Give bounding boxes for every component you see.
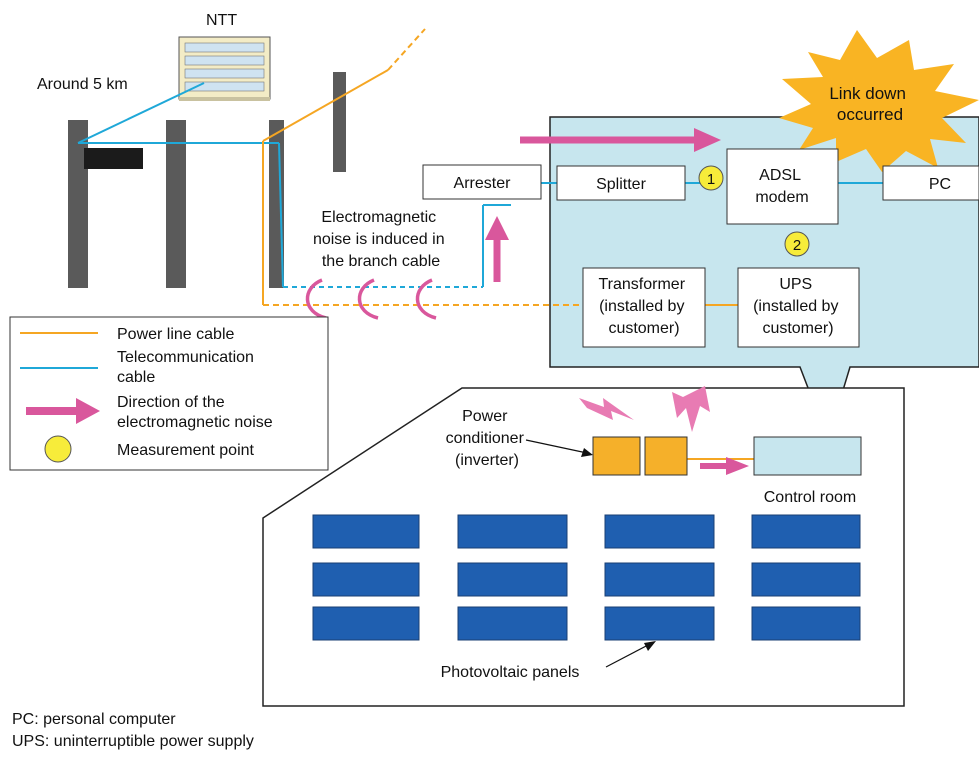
noise-bolt-right [672, 386, 710, 432]
photovoltaic-pointer-head [644, 641, 656, 651]
power-conditioner-pointer-head [581, 448, 593, 457]
pv-panel [312, 562, 420, 597]
pv-panel [751, 514, 861, 549]
inverter-unit-2 [644, 436, 688, 476]
measurement-point-1-label: 1 [707, 171, 715, 188]
noise-induced-note: Electromagnetic noise is induced in the … [313, 209, 449, 270]
legend: Power line cable Telecommunication cable… [9, 316, 329, 471]
legend-noise-label: Direction of the electromagnetic noise [117, 394, 273, 431]
pc-box [882, 165, 979, 201]
photovoltaic-panels-label: Photovoltaic panels [441, 664, 580, 681]
legend-measurement-swatch [44, 435, 72, 463]
inverter-unit-1 [592, 436, 641, 476]
link-down-label: Link down occurred [829, 84, 910, 124]
control-room-label: Control room [764, 489, 856, 506]
legend-measurement-label: Measurement point [117, 442, 255, 459]
distance-label: Around 5 km [37, 76, 128, 93]
telecom-cables [77, 82, 883, 288]
noise-arrows [485, 128, 749, 475]
legend-power-line-label: Power line cable [117, 326, 235, 343]
pv-panel [457, 562, 568, 597]
measurement-point-2 [784, 231, 810, 257]
ntt-label: NTT [206, 12, 237, 29]
adsl-modem-box [726, 148, 839, 225]
control-room-box [753, 436, 862, 476]
power-conditioner-pointer [525, 439, 588, 454]
measurement-point-1 [698, 165, 724, 191]
legend-noise-arrow-head [76, 398, 100, 424]
pv-panel [604, 514, 715, 549]
pole-4 [333, 72, 346, 172]
pv-panel [751, 562, 861, 597]
power-line-cables [262, 28, 754, 460]
photovoltaic-pointer [605, 643, 651, 668]
pv-panel [457, 606, 568, 641]
ntt-building [178, 36, 271, 101]
pc-label: PC [929, 176, 951, 193]
splitter-box [556, 165, 686, 201]
pv-panel [751, 606, 861, 641]
arrester-label: Arrester [454, 175, 512, 192]
noise-bolt-left [579, 398, 634, 420]
pole-1 [68, 120, 88, 288]
ups-box [737, 267, 860, 348]
pv-panel [312, 606, 420, 641]
adsl-modem-label: ADSL modem [755, 167, 808, 206]
footnote-pc: PC: personal computer [12, 711, 176, 728]
pv-panel [604, 562, 715, 597]
arrester-box [422, 164, 542, 200]
induction-arcs [305, 278, 437, 320]
transformer-label: Transformer (installed by customer) [599, 276, 690, 337]
power-conditioner-label: Power conditioner (inverter) [446, 408, 529, 469]
splitter-label: Splitter [596, 176, 646, 193]
photovoltaic-panel-array [312, 514, 861, 641]
measurement-point-2-label: 2 [793, 237, 801, 254]
transformer-box [582, 267, 706, 348]
ups-label: UPS (installed by customer) [753, 276, 843, 337]
link-down-starburst [779, 30, 979, 172]
pole-crossarm [84, 148, 143, 169]
pv-panel [604, 606, 715, 641]
legend-telecom-label: Telecommunication cable [117, 349, 258, 386]
footnote-ups: UPS: uninterruptible power supply [12, 733, 254, 750]
pole-2 [166, 120, 186, 288]
utility-poles [68, 72, 346, 288]
pv-panel [457, 514, 568, 549]
pv-panel [312, 514, 420, 549]
